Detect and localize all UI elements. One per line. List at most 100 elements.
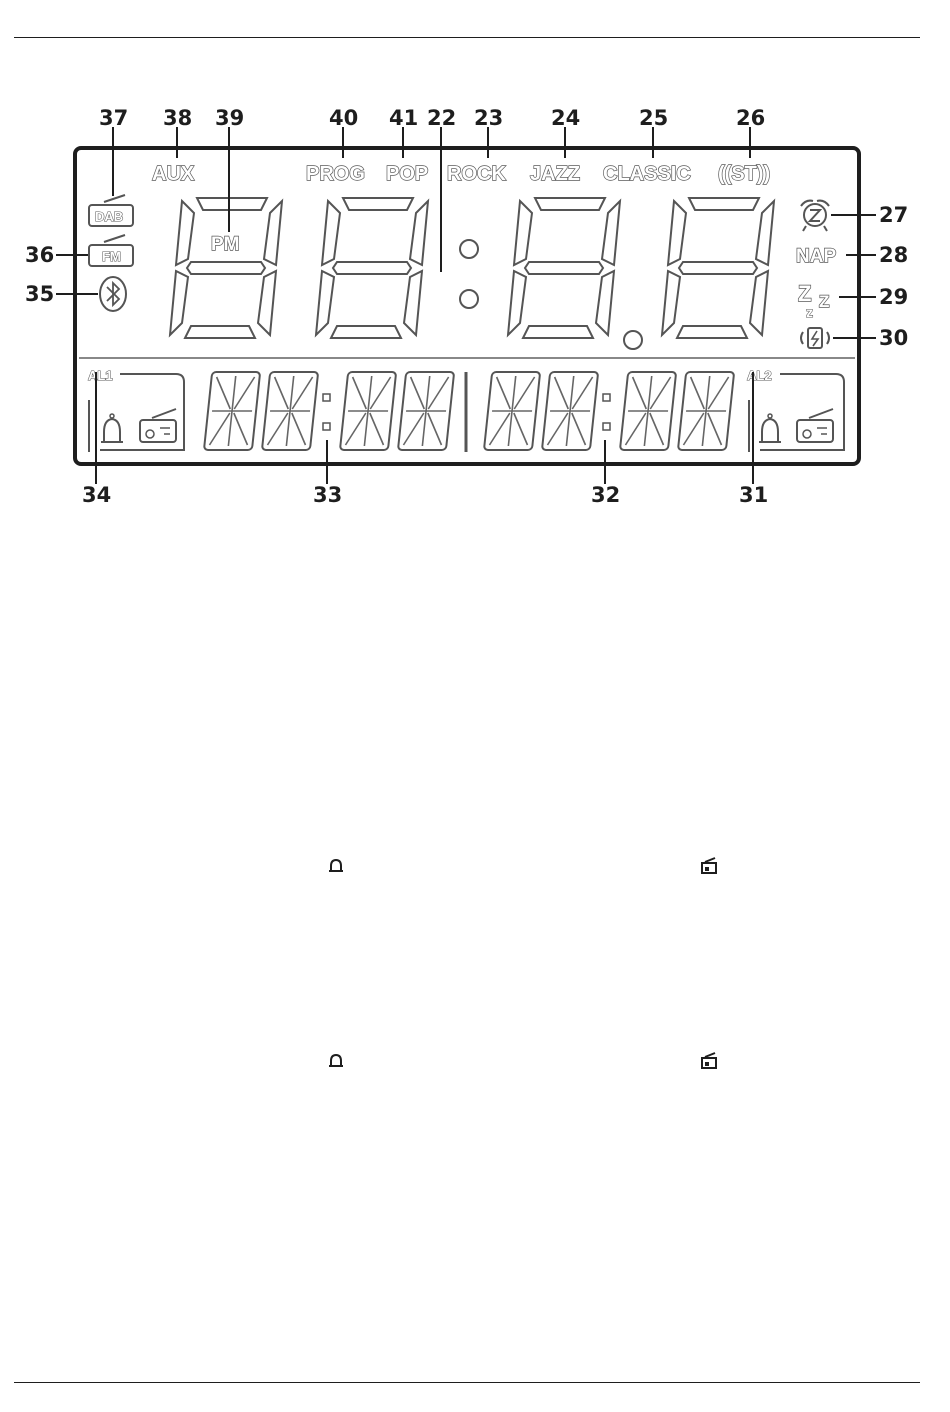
segment-a xyxy=(689,198,759,210)
label-pop: POP xyxy=(386,163,428,185)
callout-26: 26 xyxy=(736,106,765,130)
segment-b xyxy=(602,201,620,265)
label-rock: ROCK xyxy=(447,163,506,185)
digit-segment xyxy=(572,377,592,409)
zzz-mid: Z xyxy=(819,292,829,311)
digit-segment xyxy=(407,377,427,409)
alarm1-indicator: AL1 xyxy=(88,368,184,452)
al2-colon-lower xyxy=(603,423,610,430)
alarm1-bell-icon xyxy=(101,414,123,442)
label-dab: DAB xyxy=(95,209,123,224)
digit-segment xyxy=(489,413,509,445)
bell-icon-1 xyxy=(327,857,345,875)
digit-segment xyxy=(428,377,448,409)
radio-icon-1 xyxy=(700,857,718,875)
alarm2-indicator: AL2 xyxy=(747,368,844,452)
label-aux: AUX xyxy=(152,163,195,185)
dab-icon: DAB xyxy=(89,195,133,226)
label-fm: FM xyxy=(102,249,121,264)
digit-segment xyxy=(424,413,444,445)
segment-e xyxy=(662,271,680,335)
segment-c xyxy=(750,271,768,335)
callout-25: 25 xyxy=(639,106,668,130)
callout-29: 29 xyxy=(879,285,908,309)
segment-c xyxy=(258,271,276,335)
segment-b xyxy=(264,201,282,265)
label-classic: CLASSIC xyxy=(603,163,691,185)
alarm-digit-8 xyxy=(678,372,734,450)
label-stereo: ((ST)) xyxy=(718,163,770,185)
segment-f xyxy=(322,201,340,265)
callout-39: 39 xyxy=(215,106,244,130)
digit-segment xyxy=(493,377,513,409)
digit-segment xyxy=(683,413,703,445)
main-digit-4 xyxy=(662,198,774,338)
callout-36: 36 xyxy=(25,243,54,267)
segment-e xyxy=(316,271,334,335)
digit-segment xyxy=(650,377,670,409)
segment-f xyxy=(176,201,194,265)
alarm-digit-6 xyxy=(542,372,598,450)
alarm-time-digits xyxy=(204,372,734,450)
main-time-digits xyxy=(170,198,774,338)
segment-d xyxy=(677,326,747,338)
callout-41: 41 xyxy=(389,106,418,130)
callout-22: 22 xyxy=(427,106,456,130)
main-digit-2 xyxy=(316,198,428,338)
segment-d xyxy=(331,326,401,338)
digit-segment xyxy=(551,377,571,409)
digit-segment xyxy=(234,377,254,409)
callout-31: 31 xyxy=(739,483,768,507)
digit-segment xyxy=(510,413,530,445)
digit-segment xyxy=(209,413,229,445)
alarm-digit-2 xyxy=(262,372,318,450)
digit-segment xyxy=(366,413,386,445)
snooze-alarm-icon xyxy=(801,201,829,231)
alarm-digit-3 xyxy=(340,372,396,450)
digit-segment xyxy=(349,377,369,409)
digit-segment xyxy=(292,377,312,409)
callout-40: 40 xyxy=(329,106,358,130)
callout-23: 23 xyxy=(474,106,503,130)
segment-g xyxy=(679,262,757,274)
alarm1-radio-icon xyxy=(140,409,176,442)
digit-segment xyxy=(370,377,390,409)
zzz-big: Z xyxy=(798,281,811,306)
digit-segment xyxy=(687,377,707,409)
sleep-zzz-icon: Z z Z xyxy=(798,281,829,320)
callout-38: 38 xyxy=(163,106,192,130)
segment-e xyxy=(170,271,188,335)
segment-a xyxy=(197,198,267,210)
radio-icon-2 xyxy=(700,1052,718,1070)
digit-segment xyxy=(547,413,567,445)
digit-segment xyxy=(213,377,233,409)
digit-segment xyxy=(629,377,649,409)
al1-colon-lower xyxy=(323,423,330,430)
callout-34: 34 xyxy=(82,483,111,507)
alarm-digit-7 xyxy=(620,372,676,450)
segment-f xyxy=(514,201,532,265)
alarm2-radio-icon xyxy=(797,409,833,442)
bluetooth-icon xyxy=(100,277,126,311)
label-al2: AL2 xyxy=(747,368,772,383)
alarm-digit-1 xyxy=(204,372,260,450)
callout-32: 32 xyxy=(591,483,620,507)
digit-segment xyxy=(568,413,588,445)
segment-c xyxy=(404,271,422,335)
callout-28: 28 xyxy=(879,243,908,267)
alarm-digit-5 xyxy=(484,372,540,450)
decimal-point xyxy=(624,331,642,349)
callout-35: 35 xyxy=(25,282,54,306)
segment-c xyxy=(596,271,614,335)
zzz-small: z xyxy=(806,304,813,320)
digit-segment xyxy=(708,377,728,409)
label-pm: PM xyxy=(211,234,240,255)
alarm-digit-4 xyxy=(398,372,454,450)
digit-segment xyxy=(625,413,645,445)
alarm2-bell-icon xyxy=(759,414,781,442)
label-al1: AL1 xyxy=(88,368,113,383)
digit-segment xyxy=(514,377,534,409)
main-digit-3 xyxy=(508,198,620,338)
segment-d xyxy=(523,326,593,338)
